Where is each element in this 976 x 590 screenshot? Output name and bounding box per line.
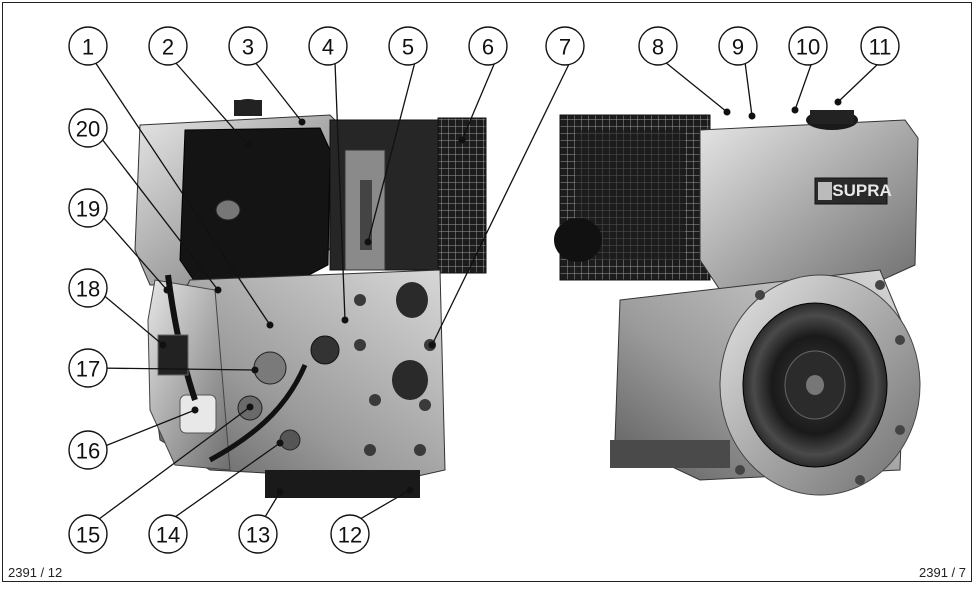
callout-circle (330, 514, 370, 554)
right-engine-illustration: SUPRA (554, 110, 921, 496)
callout-8: 8 (638, 26, 678, 66)
left-engine-illustration (134, 99, 487, 498)
callout-number: 17 (76, 357, 100, 382)
callout-16: 16 (68, 430, 108, 470)
callout-circle (468, 26, 508, 66)
callout-number: 9 (732, 35, 744, 60)
callout-circle (860, 26, 900, 66)
callout-17: 17 (68, 348, 108, 388)
callout-number: 3 (242, 35, 254, 60)
callout-circle (68, 348, 108, 388)
callout-2: 2 (148, 26, 188, 66)
callout-circle (68, 430, 108, 470)
callout-4: 4 (308, 26, 348, 66)
callout-number: 6 (482, 35, 494, 60)
callout-6: 6 (468, 26, 508, 66)
callout-circle (228, 26, 268, 66)
leader-lines (94, 61, 881, 523)
callout-number: 18 (76, 277, 100, 302)
callout-number: 13 (246, 523, 270, 548)
callout-number: 1 (82, 35, 94, 60)
callout-circle (308, 26, 348, 66)
figure-label-right: 2391 / 7 (919, 565, 966, 580)
callout-circle (68, 108, 108, 148)
callout-circle (638, 26, 678, 66)
callout-20: 20 (68, 108, 108, 148)
callout-circle (68, 26, 108, 66)
leader-dots (159, 98, 842, 496)
callout-15: 15 (68, 514, 108, 554)
figure-label-left: 2391 / 12 (8, 565, 63, 580)
callout-14: 14 (148, 514, 188, 554)
callout-9: 9 (718, 26, 758, 66)
callout-3: 3 (228, 26, 268, 66)
callout-number: 15 (76, 523, 100, 548)
callout-number: 10 (796, 35, 820, 60)
callout-11: 11 (860, 26, 900, 66)
callout-circle (238, 514, 278, 554)
callout-circle (788, 26, 828, 66)
callout-number: 5 (402, 35, 414, 60)
callout-1: 1 (68, 26, 108, 66)
callout-number: 20 (76, 117, 100, 142)
brand-badge-text: SUPRA (832, 181, 892, 200)
callout-12: 12 (330, 514, 370, 554)
callout-number: 16 (76, 439, 100, 464)
callout-19: 19 (68, 188, 108, 228)
callout-number: 2 (162, 35, 174, 60)
callout-number: 7 (559, 35, 571, 60)
callout-circle (148, 514, 188, 554)
callout-circle (545, 26, 585, 66)
callout-18: 18 (68, 268, 108, 308)
diagram-frame (2, 2, 972, 582)
callout-number: 11 (869, 35, 892, 60)
callout-number: 19 (76, 197, 100, 222)
callout-10: 10 (788, 26, 828, 66)
callout-number: 8 (652, 35, 664, 60)
callout-circle (68, 514, 108, 554)
callout-5: 5 (388, 26, 428, 66)
callout-number: 4 (322, 35, 334, 60)
callout-7: 7 (545, 26, 585, 66)
callout-circle (68, 188, 108, 228)
callout-circle (388, 26, 428, 66)
callout-circle (68, 268, 108, 308)
callout-circle (718, 26, 758, 66)
callout-13: 13 (238, 514, 278, 554)
callout-number: 12 (338, 523, 362, 548)
callout-circle (148, 26, 188, 66)
callout-number: 14 (156, 523, 180, 548)
